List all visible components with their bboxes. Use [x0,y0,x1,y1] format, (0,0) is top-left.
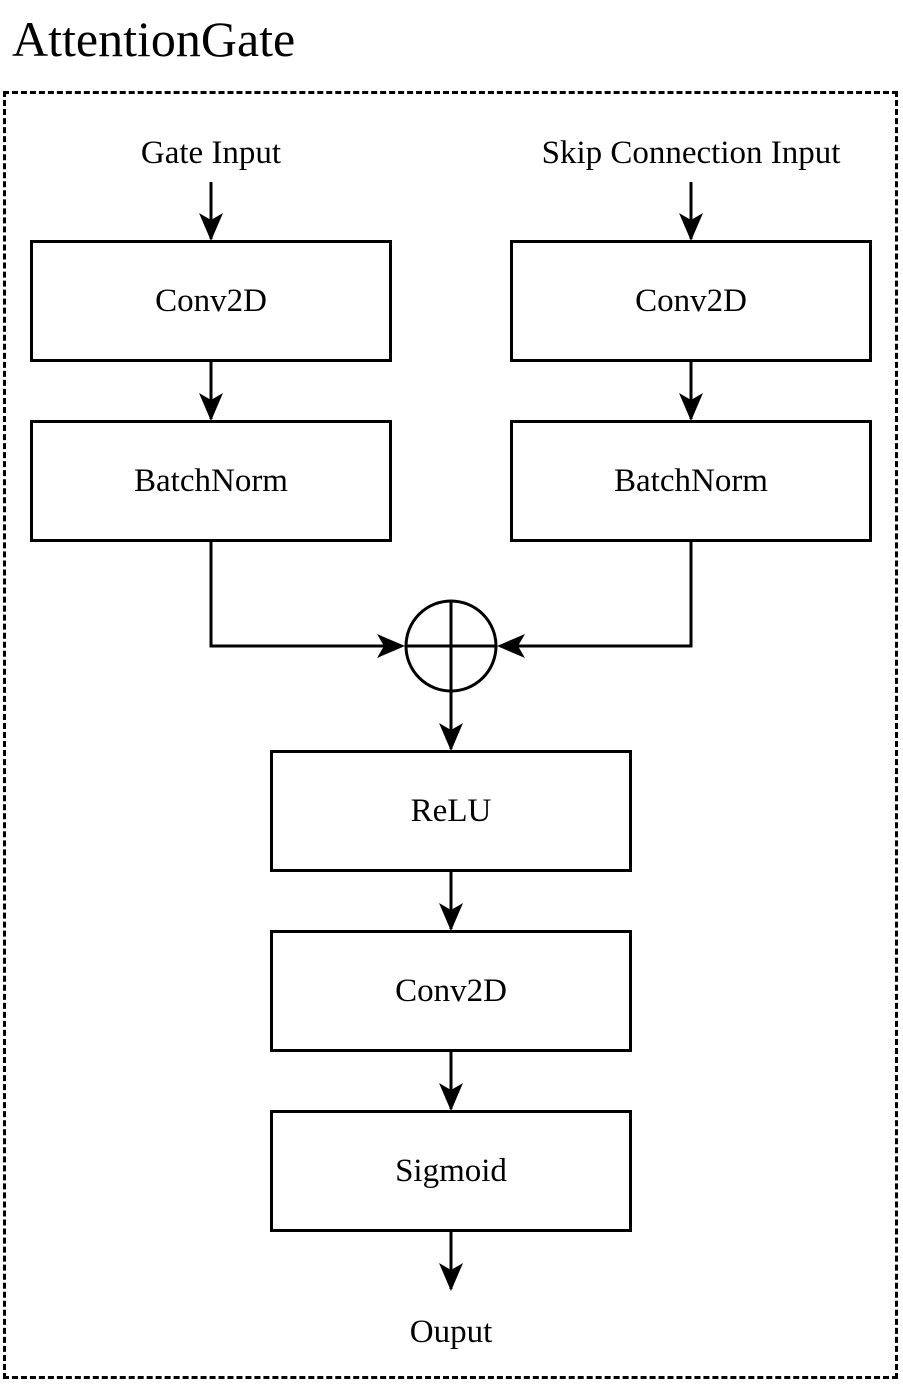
left-batchnorm-block: BatchNorm [30,420,392,542]
arrowhead-left-norm-to-add [377,634,405,658]
skip-connection-input-label: Skip Connection Input [541,135,841,171]
arrowhead-conv-to-sigmoid [439,1083,463,1111]
arrowhead-left-conv-to-norm [199,393,223,421]
arrowhead-right-norm-to-add [497,634,525,658]
right-conv2d-label: Conv2D [635,282,747,319]
right-batchnorm-label: BatchNorm [614,462,768,499]
arrowhead-sigmoid-to-output [439,1263,463,1291]
sigmoid-label: Sigmoid [395,1152,507,1189]
relu-label: ReLU [410,792,492,829]
arrow-right-norm-to-add [500,542,693,648]
relu-block: ReLU [270,750,632,872]
conv2d-block: Conv2D [270,930,632,1052]
sigmoid-block: Sigmoid [270,1110,632,1232]
arrowhead-relu-to-conv [439,903,463,931]
arrowhead-right-conv-to-norm [679,393,703,421]
attention-gate-frame [3,91,898,1379]
output-label: Ouput [409,1314,493,1350]
left-conv2d-block: Conv2D [30,240,392,362]
right-conv2d-block: Conv2D [510,240,872,362]
left-conv2d-label: Conv2D [155,282,267,319]
arrowhead-gate-to-conv [199,213,223,241]
left-batchnorm-label: BatchNorm [134,462,288,499]
arrowhead-add-to-relu [439,723,463,751]
arrow-left-norm-to-add [209,542,402,648]
gate-input-label: Gate Input [140,135,282,171]
diagram-title: AttentionGate [12,11,296,67]
right-batchnorm-block: BatchNorm [510,420,872,542]
arrowhead-skip-to-conv [679,213,703,241]
conv2d-label: Conv2D [395,972,507,1009]
